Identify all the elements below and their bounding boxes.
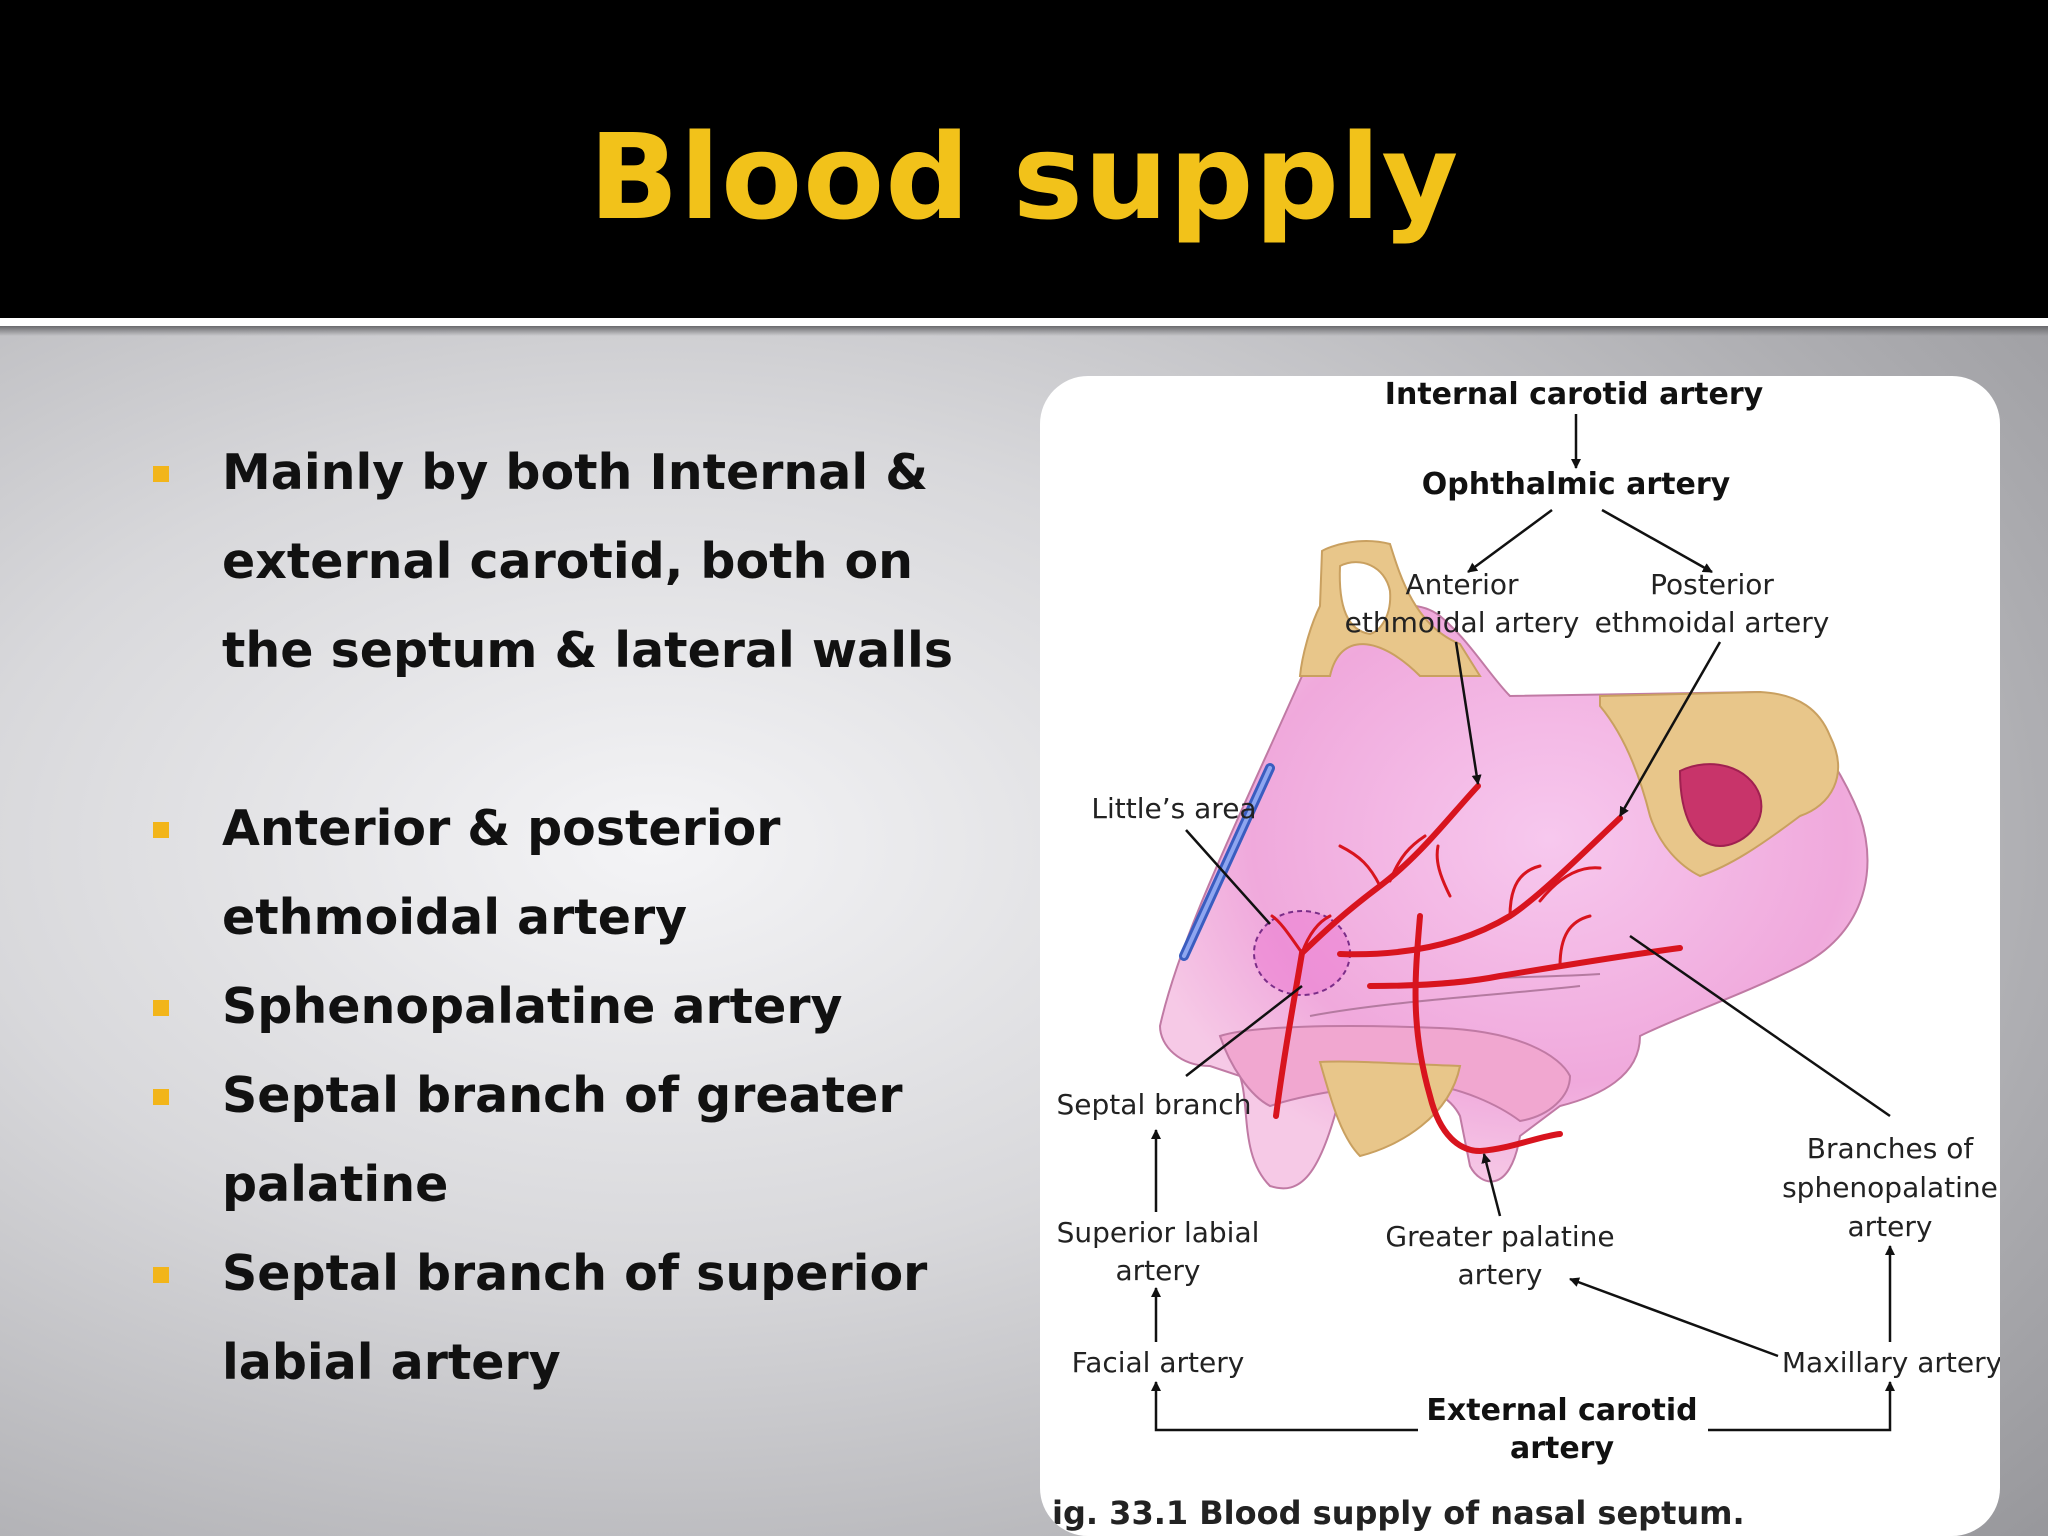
label-sphenopalatine: Branches of <box>1807 1132 1975 1165</box>
nasal-cartilage-highlight <box>1182 766 1272 958</box>
title-divider <box>0 318 2048 326</box>
arrow-icon <box>1601 508 1713 574</box>
arrow-icon <box>1454 641 1482 785</box>
label-greater-palatine: artery <box>1458 1258 1543 1291</box>
leader-line <box>1185 985 1303 1077</box>
title-bar: Blood supply <box>0 0 2048 318</box>
sphenopalatine-vessel <box>1367 945 1683 989</box>
arrow-icon <box>1708 1381 1895 1432</box>
frontal-sinus <box>1338 561 1392 636</box>
label-facial: Facial artery <box>1072 1346 1245 1379</box>
label-septal-branch: Septal branch <box>1057 1088 1252 1121</box>
label-ophthalmic: Ophthalmic artery <box>1422 467 1731 502</box>
label-sphenopalatine: artery <box>1848 1210 1933 1243</box>
label-superior-labial: artery <box>1116 1254 1201 1287</box>
cavity-line <box>1309 985 1581 1017</box>
sphenoid-sinus <box>1678 763 1763 848</box>
label-external-carotid: External carotid <box>1426 1393 1697 1428</box>
bullet-item: Septal branch of greater palatine <box>150 1051 1010 1229</box>
label-posterior-ethmoidal: ethmoidal artery <box>1595 606 1830 639</box>
bullet-item: Anterior & posterior ethmoidal artery <box>150 784 1010 962</box>
superior-labial-vessel <box>1273 950 1305 1119</box>
label-posterior-ethmoidal: Posterior <box>1650 568 1774 601</box>
bullet-item: Sphenopalatine artery <box>150 962 1010 1051</box>
label-internal-carotid: Internal carotid artery <box>1385 377 1764 412</box>
label-superior-labial: Superior labial <box>1057 1216 1260 1249</box>
slide-title: Blood supply <box>588 108 1460 246</box>
square-bullet-icon <box>153 1267 169 1283</box>
label-maxillary: Maxillary artery <box>1782 1346 2000 1379</box>
label-sphenopalatine: sphenopalatine <box>1782 1171 1998 1204</box>
label-greater-palatine: Greater palatine <box>1385 1220 1614 1253</box>
arrow-icon <box>1467 508 1553 574</box>
arrow-icon <box>1481 1153 1502 1217</box>
greater-palatine-vessel <box>1412 913 1563 1155</box>
leader-line <box>1185 829 1271 925</box>
bullet-item: Septal branch of superior labial artery <box>150 1229 1010 1407</box>
arrow-connectors <box>1151 414 1895 1432</box>
leader-line <box>1629 934 1891 1118</box>
label-external-carotid: artery <box>1510 1431 1615 1466</box>
figure-panel: Internal carotid artery Ophthalmic arter… <box>1040 376 2000 1536</box>
arrow-icon <box>1151 1381 1418 1432</box>
nasal-septum-diagram: Internal carotid artery Ophthalmic arter… <box>1052 377 2000 1532</box>
square-bullet-icon <box>153 466 169 482</box>
artery-network <box>1270 783 1683 1155</box>
figure-caption: ig. 33.1 Blood supply of nasal septum. <box>1052 1494 1745 1532</box>
arrow-icon <box>1618 641 1722 817</box>
label-anterior-ethmoidal: ethmoidal artery <box>1345 606 1580 639</box>
palatine-bone <box>1318 1060 1462 1158</box>
bullet-list: Mainly by both Internal & external carot… <box>150 428 1010 1407</box>
title-divider-shadow <box>0 326 2048 336</box>
bullet-item: Mainly by both Internal & external carot… <box>150 428 1010 695</box>
arrow-icon <box>1569 1277 1779 1358</box>
label-littles-area: Little’s area <box>1091 792 1256 825</box>
square-bullet-icon <box>153 1089 169 1105</box>
square-bullet-icon <box>153 822 169 838</box>
septum-anatomy <box>1158 540 1869 1190</box>
square-bullet-icon <box>153 1000 169 1016</box>
label-anterior-ethmoidal: Anterior <box>1405 568 1519 601</box>
